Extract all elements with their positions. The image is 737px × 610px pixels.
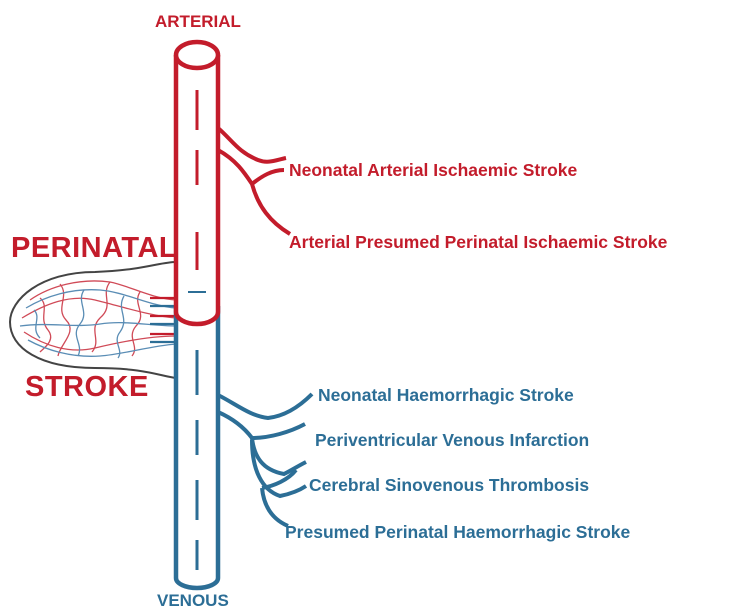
placenta-vessel-icon [10,262,176,378]
venous-branches [218,394,312,526]
venous-branch-label: Periventricular Venous Infarction [315,432,589,450]
arterial-branch-label: Arterial Presumed Perinatal Ischaemic St… [289,234,667,252]
venous-branch-label: Presumed Perinatal Haemorrhagic Stroke [285,524,630,542]
arterial-trunk [176,42,218,324]
arterial-branch-label: Neonatal Arterial Ischaemic Stroke [289,162,577,180]
arterial-branches [218,128,290,234]
venous-trunk [176,306,218,588]
venous-branch-label: Cerebral Sinovenous Thrombosis [309,477,589,495]
venous-label: VENOUS [157,592,229,609]
venous-branch-label: Neonatal Haemorrhagic Stroke [318,387,574,405]
stroke-label: STROKE [25,373,149,402]
perinatal-label: PERINATAL [11,234,177,263]
arterial-label: ARTERIAL [155,13,241,30]
